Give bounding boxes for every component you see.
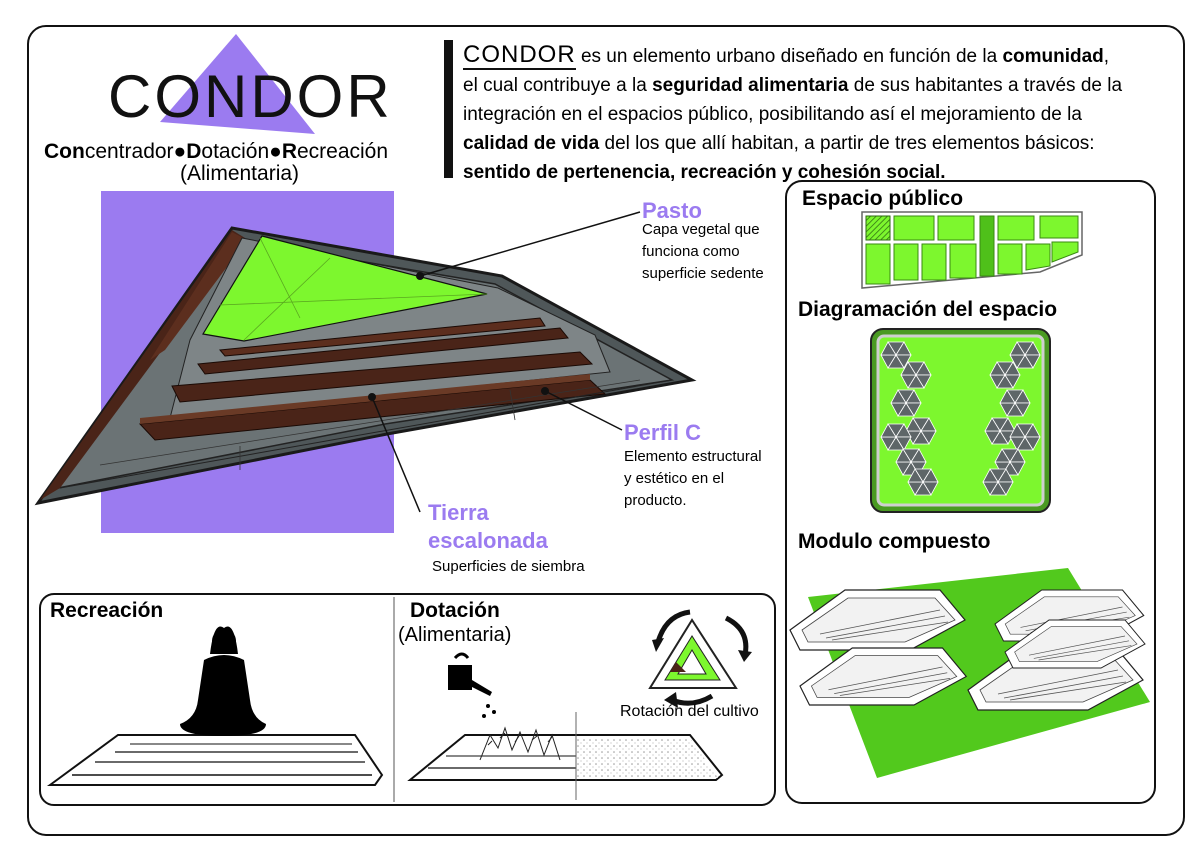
- perfil-title: Perfil C: [624, 420, 702, 445]
- subtitle-part-6: ecreación: [296, 140, 389, 163]
- intro-line-5: sentido de pertenencia, recreación y coh…: [463, 158, 1183, 187]
- pasto-desc-3: superficie sedente: [642, 265, 764, 282]
- subtitle-part-3: D: [186, 140, 202, 163]
- rotacion-label: Rotación del cultivo: [620, 703, 759, 720]
- intro-line2-a: el cual contribuye a la: [463, 75, 653, 96]
- plants: [479, 726, 561, 761]
- intro-paragraph: CONDOR es un elemento urbano diseñado en…: [463, 40, 1183, 187]
- dotacion-label: Dotación: [410, 599, 500, 622]
- logo-triangle: [160, 34, 315, 134]
- brand-subtitle-line1: Concentrador●Dotación●Recreación: [44, 140, 388, 164]
- perfil-desc-2: y estético en el: [624, 470, 725, 487]
- intro-line1-b: comunidad: [1002, 46, 1104, 67]
- subtitle-dot-1-icon: ●: [173, 140, 187, 163]
- subtitle-part-1: Con: [44, 140, 85, 163]
- intro-line5: sentido de pertenencia, recreación y coh…: [463, 162, 946, 183]
- perfil-desc-1: Elemento estructural: [624, 448, 762, 465]
- modulo-label: Modulo compuesto: [798, 530, 991, 553]
- espacio-label: Espacio público: [802, 187, 964, 210]
- intro-line4-a: calidad de vida: [463, 133, 600, 154]
- intro-line1-c: ,: [1103, 46, 1110, 67]
- modulo-compuesto: [789, 568, 1150, 778]
- espacio-map: [861, 211, 1083, 289]
- pasto-desc-2: funciona como: [642, 243, 740, 260]
- tierra-desc: Superficies de siembra: [432, 558, 585, 575]
- intro-line1-a: es un elemento urbano diseñado en funció…: [575, 46, 1003, 67]
- pasto-title: Pasto: [642, 198, 702, 223]
- pasto-desc-1: Capa vegetal que: [642, 221, 760, 238]
- rotation-triangle: [648, 609, 752, 708]
- subtitle-part-4: otación: [201, 140, 270, 163]
- tierra-title-1: Tierra: [428, 500, 489, 525]
- watering-can: [448, 652, 496, 718]
- brand-logo: CONDOR: [108, 63, 393, 130]
- subtitle-dot-2-icon: ●: [269, 140, 282, 163]
- intro-logo-word: CONDOR: [463, 41, 576, 70]
- intro-line-2: el cual contribuye a la seguridad alimen…: [463, 71, 1183, 100]
- recreacion-base: [46, 734, 384, 786]
- diagramacion-label: Diagramación del espacio: [798, 298, 1058, 321]
- intro-line4-b: del los que allí habitan, a partir de tr…: [599, 133, 1095, 154]
- brand-subtitle-line2: (Alimentaria): [180, 162, 300, 185]
- intro-line-3: integración en el espacios público, posi…: [463, 104, 1082, 125]
- diagram-square: [870, 328, 1051, 513]
- dotacion-sub-label: (Alimentaria): [398, 624, 512, 646]
- tierra-title-2: escalonada: [428, 528, 548, 553]
- sitting-person-figure: [180, 626, 266, 736]
- intro-line-4: calidad de vida del los que allí habitan…: [463, 129, 1183, 158]
- product-render: [34, 226, 697, 506]
- intro-line-1: CONDOR es un elemento urbano diseñado en…: [463, 40, 1183, 71]
- perfil-desc-3: producto.: [624, 492, 687, 509]
- subtitle-part-2: centrador: [84, 140, 174, 163]
- intro-line2-c: de sus habitantes a través de la: [848, 75, 1123, 96]
- dotacion-base: [407, 712, 724, 800]
- subtitle-part-5: R: [281, 140, 297, 163]
- recreacion-label: Recreación: [50, 599, 164, 622]
- intro-line2-b: seguridad alimentaria: [652, 75, 849, 96]
